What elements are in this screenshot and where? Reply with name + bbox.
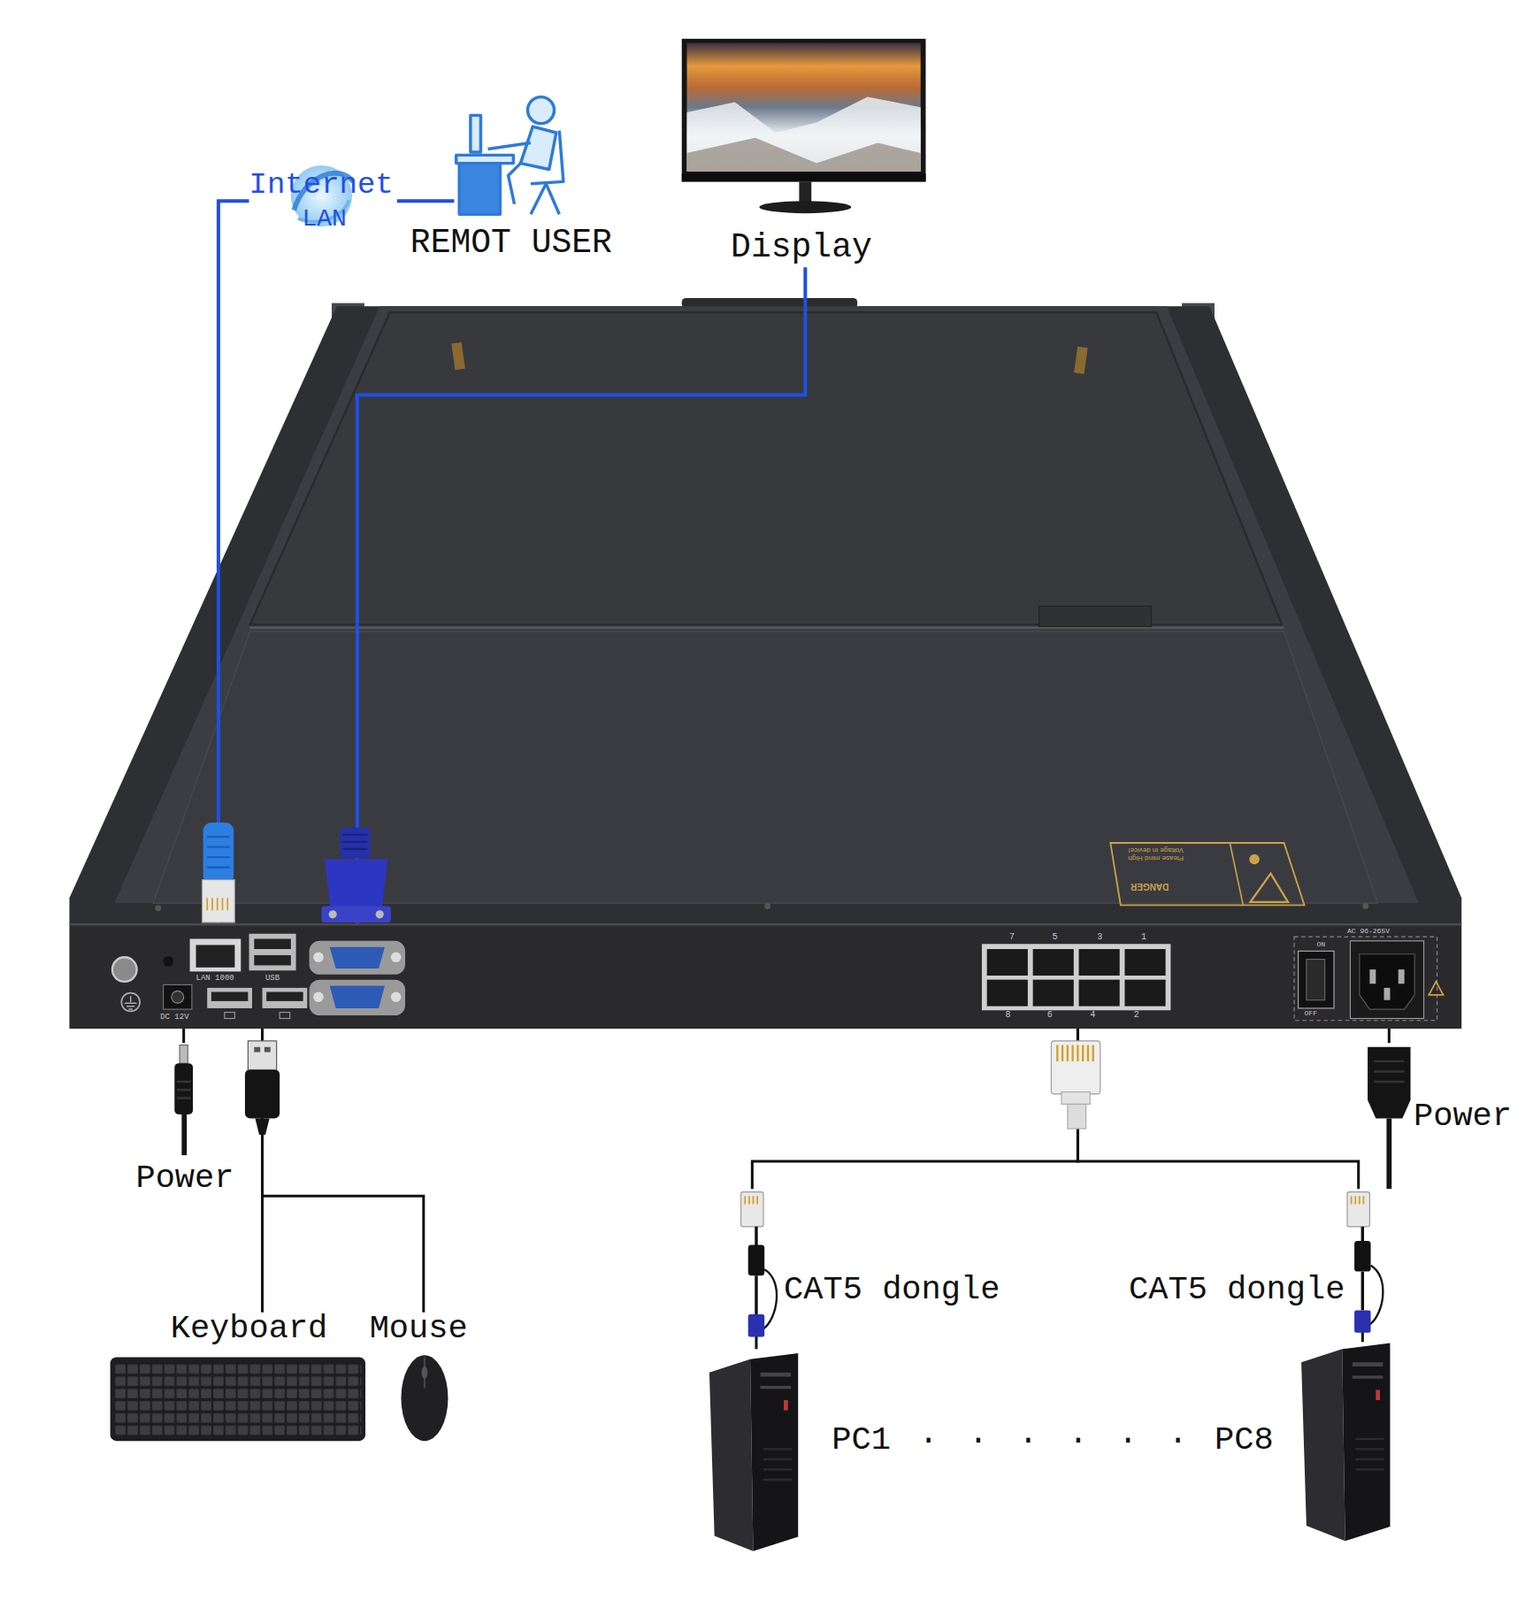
cable [218, 200, 250, 924]
node-label: USB [265, 974, 280, 983]
node-label: PC1 [831, 1424, 891, 1457]
node-label: CAT5 dongle [1128, 1273, 1345, 1307]
node-label: 5 [1052, 933, 1058, 943]
node-label: LAN 1000 [196, 974, 235, 983]
node-label: Power [135, 1162, 234, 1196]
node-label: Power [1413, 1100, 1512, 1134]
cat5-dongle: CAT5 dongle [738, 1188, 1011, 1327]
cat5-dongle: CAT5 dongle [1122, 1188, 1378, 1327]
node-label: Internet [249, 169, 394, 200]
remote-user-icon: REMOT USER [453, 93, 568, 219]
node-label: OFF [1304, 1010, 1318, 1018]
ellipsis-dots: · · · · · · [918, 1425, 1188, 1458]
power-cord: Power [1363, 1042, 1516, 1191]
network-label: InternetLAN [249, 169, 398, 235]
node-label: 7 [1009, 933, 1015, 943]
node-label: REMOT USER [410, 226, 613, 261]
cable [182, 1028, 185, 1043]
cable [357, 267, 806, 924]
node-label: Display [730, 230, 873, 265]
node-label: PC8 [1214, 1424, 1274, 1457]
node-label: 6 [1047, 1011, 1053, 1020]
mouse: Mouse [367, 1312, 474, 1444]
display-monitor: Display [682, 37, 928, 269]
node-label: DC 12V [160, 1013, 189, 1022]
node-label: Keyboard [170, 1312, 329, 1346]
node-label: CAT5 dongle [783, 1273, 1000, 1307]
node-label: LAN [302, 206, 347, 232]
node-label: 8 [1004, 1011, 1011, 1020]
cable [397, 199, 455, 203]
node-label: 1 [1141, 933, 1147, 943]
node-label: 4 [1089, 1011, 1096, 1020]
node-label: 3 [1096, 933, 1103, 943]
power-adapter: Power [132, 1042, 239, 1198]
node-label: ON [1316, 941, 1326, 949]
warning-note: Please mind High Voltage in device! [1126, 845, 1184, 862]
cable [1077, 1028, 1358, 1189]
node-label: Mouse [369, 1312, 468, 1346]
cable [262, 1028, 424, 1313]
warning-text: DANGER [1130, 881, 1169, 891]
node-label: AC 96-265V [1347, 927, 1390, 936]
keyboard: Keyboard [110, 1312, 366, 1444]
computer: PC8 [1212, 1341, 1393, 1541]
computer: PC1 [709, 1349, 896, 1554]
cable [1387, 1028, 1391, 1043]
node-label: 2 [1134, 1011, 1140, 1020]
kvm-front-panel: LAN 1000 USB DC 12V 7 5 3 1 8 6 4 2 ON OFF AC 96-265V [68, 923, 1462, 1029]
cable [751, 1028, 1078, 1189]
